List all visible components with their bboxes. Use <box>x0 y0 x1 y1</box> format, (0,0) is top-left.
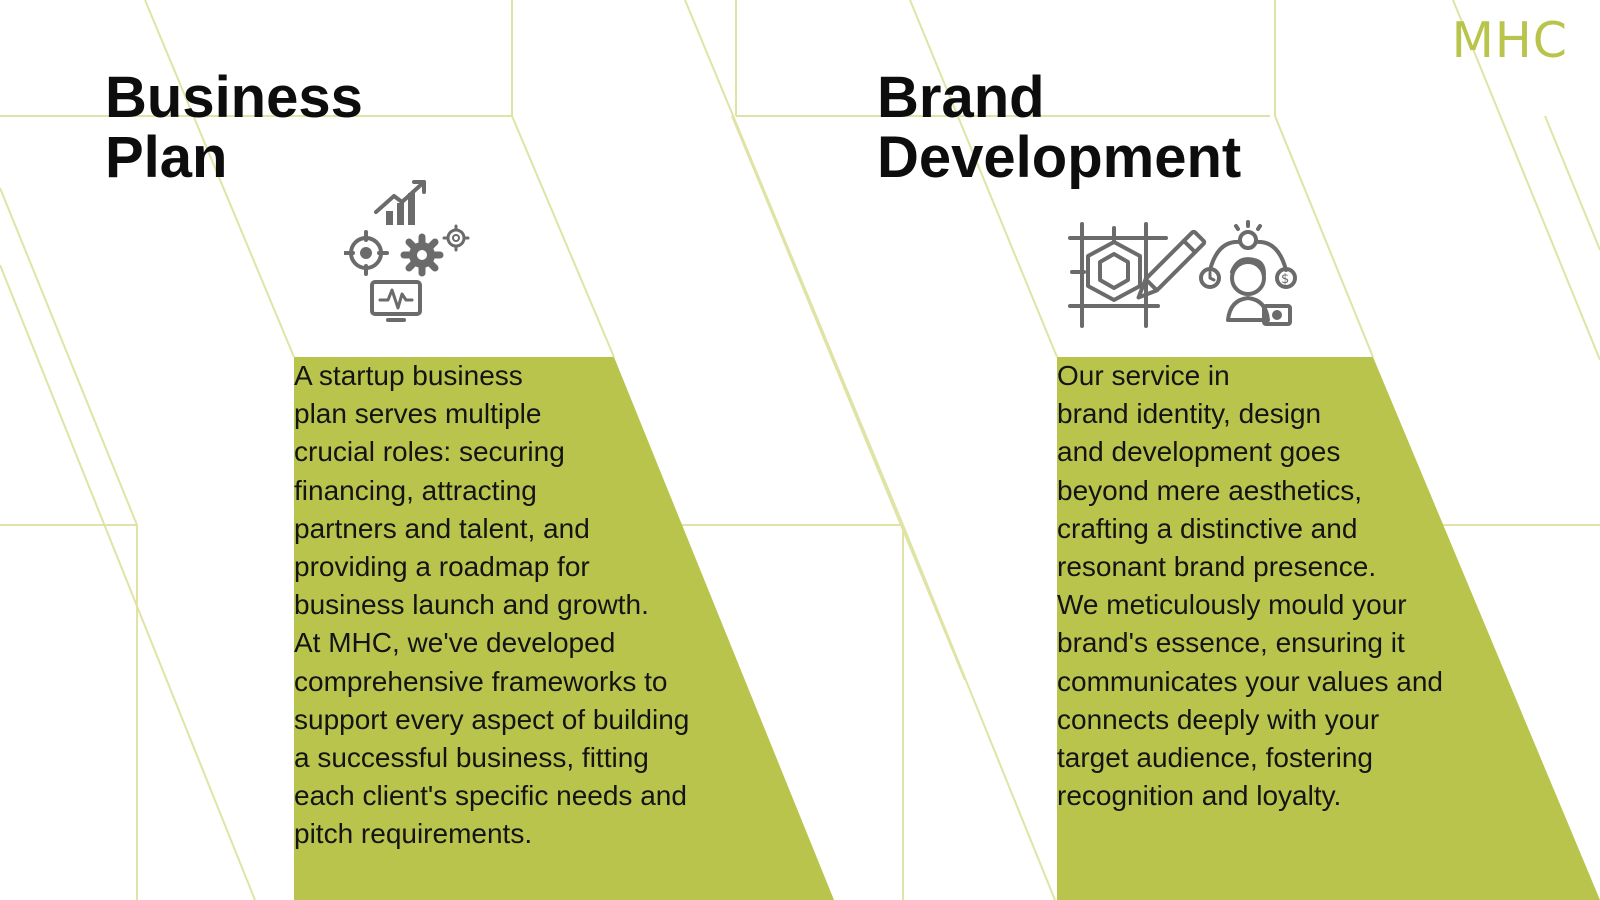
brand-development-icon: $ <box>1068 220 1308 330</box>
panel-background <box>1057 357 1600 900</box>
text-line: partners and talent, and <box>294 512 590 544</box>
text-line: brand identity, design <box>1057 398 1322 430</box>
text-line: Our service in <box>1057 360 1230 391</box>
business-plan-icon <box>343 176 474 326</box>
text-line: We meticulously mould your <box>1057 589 1407 621</box>
text-line: each client's specific needs and <box>294 780 687 812</box>
text-line: brand's essence, ensuring it <box>1057 627 1405 659</box>
text-line: and development goes <box>1057 436 1341 468</box>
text-line: recognition and loyalty. <box>1057 780 1342 812</box>
text-line: financing, attracting <box>294 474 537 506</box>
text-line: a successful business, fitting <box>294 742 649 774</box>
text-line: support every aspect of building <box>294 703 690 735</box>
text-line: communicates your values and <box>1057 665 1443 697</box>
text-line: target audience, fostering <box>1057 742 1373 774</box>
title-line: Business <box>105 65 363 130</box>
title-line: Development <box>877 125 1242 190</box>
mhc-logo: MHC <box>1451 12 1568 69</box>
text-line: crucial roles: securing <box>294 436 565 468</box>
text-line: pitch requirements. <box>294 818 533 850</box>
text-line: comprehensive frameworks to <box>294 665 668 697</box>
brand-development-description: Our service in brand identity, design an… <box>1057 357 1600 815</box>
text-line: beyond mere aesthetics, <box>1057 474 1363 506</box>
text-line: providing a roadmap for <box>294 551 590 583</box>
business-plan-panel: A startup business plan serves multiple … <box>294 357 834 900</box>
svg-text:$: $ <box>1281 272 1289 287</box>
business-plan-description: A startup business plan serves multiple … <box>294 357 834 854</box>
text-line: A startup business <box>294 360 523 391</box>
panel-background <box>294 357 834 900</box>
text-line: resonant brand presence. <box>1057 551 1377 583</box>
title-line: Brand <box>877 65 1045 130</box>
brand-development-title: Brand Development <box>877 68 1241 188</box>
text-line: crafting a distinctive and <box>1057 512 1358 544</box>
text-line: business launch and growth. <box>294 589 649 621</box>
business-plan-title: Business Plan <box>105 68 363 188</box>
brand-development-panel: Our service in brand identity, design an… <box>1057 357 1600 900</box>
text-line: At MHC, we've developed <box>294 627 616 659</box>
text-line: plan serves multiple <box>294 398 542 430</box>
text-line: connects deeply with your <box>1057 703 1380 735</box>
title-line: Plan <box>105 125 228 190</box>
